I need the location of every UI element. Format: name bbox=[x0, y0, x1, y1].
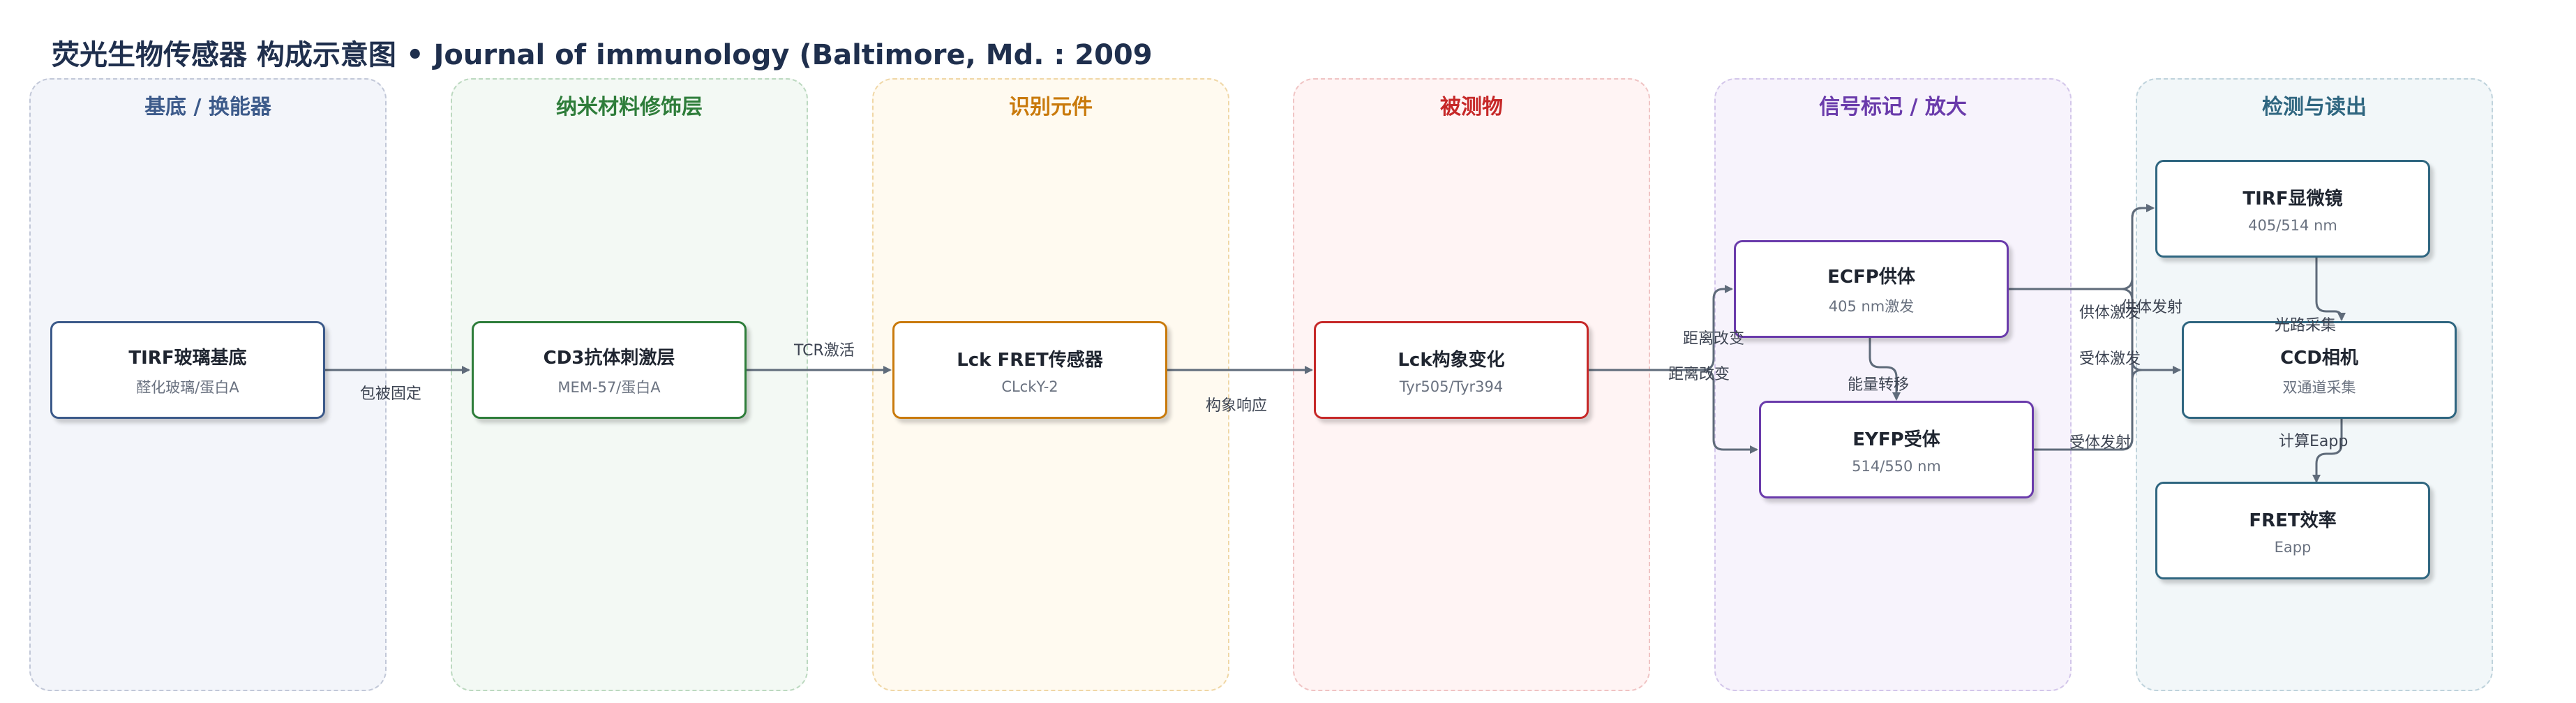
node-title: ECFP供体 bbox=[1827, 266, 1915, 288]
node-title: FRET效率 bbox=[2249, 510, 2337, 531]
lane-title-nano-layer: 纳米材料修饰层 bbox=[556, 95, 703, 119]
edge-label-compute-eapp: 计算Eapp bbox=[2279, 433, 2349, 450]
edge-label-distance-change-1: 距离改变 bbox=[1683, 330, 1745, 348]
node-ccd-camera: CCD相机 双通道采集 bbox=[2182, 321, 2457, 419]
edge-label-donor-emission: 供体发射 bbox=[2121, 299, 2183, 316]
node-subtitle: 514/550 nm bbox=[1852, 457, 1941, 475]
node-subtitle: 双通道采集 bbox=[2282, 378, 2356, 396]
node-lck-conformation-change: Lck构象变化 Tyr505/Tyr394 bbox=[1314, 321, 1589, 419]
lane-signal-label: 信号标记 / 放大 bbox=[1714, 78, 2072, 691]
diagram-title: 荧光生物传感器 构成示意图 • Journal of immunology (Bal… bbox=[52, 32, 1153, 73]
edge-label-optical-collection: 光路采集 bbox=[2275, 317, 2337, 334]
edge-label-acceptor-excitation: 受体激发 bbox=[2079, 350, 2141, 368]
node-title: Lck FRET传感器 bbox=[957, 349, 1103, 371]
node-title: CD3抗体刺激层 bbox=[543, 347, 675, 369]
node-subtitle: Eapp bbox=[2274, 538, 2312, 556]
edge-distance-change-donor bbox=[1589, 285, 1733, 371]
node-subtitle: MEM-57/蛋白A bbox=[557, 378, 661, 396]
node-eyfp-acceptor: EYFP受体 514/550 nm bbox=[1759, 401, 2034, 498]
title-source: Journal of immunology (Baltimore, Md. : … bbox=[433, 39, 1153, 71]
lane-title-recognition: 识别元件 bbox=[1009, 95, 1093, 119]
node-tirf-microscope: TIRF显微镜 405/514 nm bbox=[2155, 160, 2430, 258]
edge-label-tcr-activation: TCR激活 bbox=[794, 342, 855, 360]
node-subtitle: 405/514 nm bbox=[2248, 216, 2337, 234]
edge-label-conformation-response: 构象响应 bbox=[1206, 397, 1268, 415]
title-separator: • bbox=[405, 39, 424, 71]
node-lck-fret-sensor: Lck FRET传感器 CLckY-2 bbox=[892, 321, 1167, 419]
edge-label-acceptor-emission: 受体发射 bbox=[2069, 434, 2132, 452]
edge-label-distance-change-2: 距离改变 bbox=[1668, 366, 1730, 383]
edge-acceptor-excitation bbox=[2034, 204, 2155, 451]
node-title: EYFP受体 bbox=[1852, 429, 1940, 450]
lane-title-substrate: 基底 / 换能器 bbox=[144, 95, 271, 119]
edge-compute-eapp bbox=[2312, 419, 2343, 483]
node-ecfp-donor: ECFP供体 405 nm激发 bbox=[1734, 240, 2009, 338]
node-cd3-antibody-layer: CD3抗体刺激层 MEM-57/蛋白A bbox=[472, 321, 747, 419]
node-subtitle: Tyr505/Tyr394 bbox=[1399, 378, 1504, 395]
node-title: TIRF显微镜 bbox=[2242, 188, 2343, 209]
node-title: TIRF玻璃基底 bbox=[128, 347, 247, 369]
edge-label-coat-fix: 包被固定 bbox=[360, 385, 422, 403]
lane-title-readout: 检测与读出 bbox=[2262, 95, 2367, 119]
node-subtitle: 405 nm激发 bbox=[1828, 297, 1915, 315]
edge-label-donor-excitation: 供体激发 bbox=[2079, 304, 2141, 322]
edge-energy-transfer bbox=[1869, 338, 1901, 401]
lane-title-analyte: 被测物 bbox=[1440, 95, 1503, 119]
edge-label-energy-transfer: 能量转移 bbox=[1848, 376, 1910, 394]
node-fret-efficiency: FRET效率 Eapp bbox=[2155, 482, 2430, 579]
edge-optical-collection bbox=[2315, 257, 2346, 321]
node-title: Lck构象变化 bbox=[1398, 349, 1505, 371]
title-text: 荧光生物传感器 构成示意图 bbox=[52, 39, 396, 71]
lane-title-signal-label: 信号标记 / 放大 bbox=[1819, 95, 1967, 119]
node-subtitle: 醛化玻璃/蛋白A bbox=[136, 378, 239, 396]
node-tirf-glass-substrate: TIRF玻璃基底 醛化玻璃/蛋白A bbox=[50, 321, 325, 419]
node-subtitle: CLckY-2 bbox=[1001, 378, 1058, 395]
edge-acceptor-emission bbox=[2034, 366, 2181, 451]
node-title: CCD相机 bbox=[2280, 347, 2358, 369]
edge-distance-change-acceptor bbox=[1589, 369, 1758, 454]
